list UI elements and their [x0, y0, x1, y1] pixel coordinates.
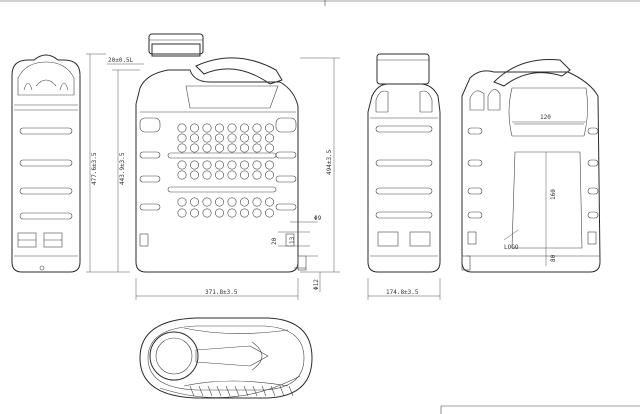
right-side-dimensions [367, 278, 441, 300]
grip-dot [215, 208, 225, 218]
dot-grid-top [177, 123, 274, 153]
grip-dot [177, 208, 187, 218]
base-rib [189, 385, 195, 397]
grip-dot [190, 170, 200, 180]
grip-dot [240, 197, 250, 207]
grip-dot [177, 197, 187, 207]
grip-dot [264, 123, 274, 133]
label-height-label: 160 [550, 189, 557, 200]
grip-dot [215, 160, 225, 170]
grip-dot [177, 123, 187, 133]
logo-annotation: LOGO [504, 244, 519, 251]
grip-dot [240, 170, 250, 180]
grip-dot [252, 123, 262, 133]
grip-dot [252, 208, 262, 218]
side-width-label: 174.8±3.5 [386, 289, 419, 296]
grip-dot [202, 160, 212, 170]
front-width-label: 371.8±3.5 [205, 289, 238, 296]
grip-dot [190, 123, 200, 133]
back-view [461, 58, 601, 273]
label-bottom-label: 80 [550, 254, 557, 262]
grip-dot [252, 133, 262, 143]
left-side-view [11, 54, 81, 273]
grip-dot [190, 133, 200, 143]
grip-dot [252, 160, 262, 170]
grip-dot [227, 143, 237, 153]
base-rib [243, 385, 249, 397]
left-dimensions [86, 53, 140, 273]
base-rib [234, 385, 240, 397]
grip-dot [252, 143, 262, 153]
spout-dia-label: Φ9 [314, 215, 322, 222]
grip-dot [202, 143, 212, 153]
side-height-label: 494±3.5 [326, 149, 333, 175]
grip-dot [215, 197, 225, 207]
base-offset-label: Φ12 [313, 279, 320, 290]
total-height-label: 477.6±3.5 [91, 152, 98, 185]
grip-dot [264, 170, 274, 180]
back-dimensions [503, 121, 586, 266]
base-rib [279, 385, 285, 397]
grip-dot [215, 123, 225, 133]
grip-dot [190, 160, 200, 170]
dot-grid-bottom [177, 197, 274, 218]
grip-dot [202, 208, 212, 218]
top-view-ribs [189, 385, 294, 397]
grip-dot [227, 170, 237, 180]
grip-dot [227, 208, 237, 218]
body-height-label: 443.9±3.5 [119, 152, 126, 185]
base-rib [207, 385, 213, 397]
handle-width-label: 120 [540, 114, 551, 121]
grip-dot [190, 197, 200, 207]
dot-grid-middle [177, 160, 274, 180]
grip-dot [240, 208, 250, 218]
grip-dot [177, 133, 187, 143]
spout-h1-label: 20 [271, 237, 278, 245]
grip-dot [177, 170, 187, 180]
base-rib [216, 385, 222, 397]
grip-dot [240, 160, 250, 170]
grip-dot [252, 197, 262, 207]
grip-dot [240, 143, 250, 153]
grip-dot [177, 143, 187, 153]
grip-dot [264, 143, 274, 153]
grip-dot [252, 170, 262, 180]
grip-dot [227, 197, 237, 207]
grip-dot [240, 123, 250, 133]
grip-dot [202, 197, 212, 207]
neck-height-label: 20±0.5L [108, 57, 134, 64]
grip-dot [227, 160, 237, 170]
grip-dot [177, 160, 187, 170]
grip-dot [264, 208, 274, 218]
grip-dot [227, 133, 237, 143]
base-rib [288, 385, 294, 397]
front-dimensions [135, 57, 340, 300]
base-rib [252, 385, 258, 397]
front-view [135, 33, 307, 273]
grip-dot [264, 197, 274, 207]
grip-dot [190, 143, 200, 153]
grip-dot [264, 160, 274, 170]
grip-dot [215, 133, 225, 143]
grip-dot [227, 123, 237, 133]
grip-dot [215, 143, 225, 153]
base-rib [270, 385, 276, 397]
grip-dot [202, 170, 212, 180]
base-rib [261, 385, 267, 397]
grip-dot [202, 133, 212, 143]
base-rib [198, 385, 204, 397]
right-side-view [367, 53, 441, 273]
grip-dot [202, 123, 212, 133]
top-view [139, 317, 313, 399]
grip-dot [264, 133, 274, 143]
grip-dot [240, 133, 250, 143]
grip-dot [190, 208, 200, 218]
spout-h2-label: 13 [289, 236, 296, 244]
grip-dot [215, 170, 225, 180]
base-rib [225, 385, 231, 397]
